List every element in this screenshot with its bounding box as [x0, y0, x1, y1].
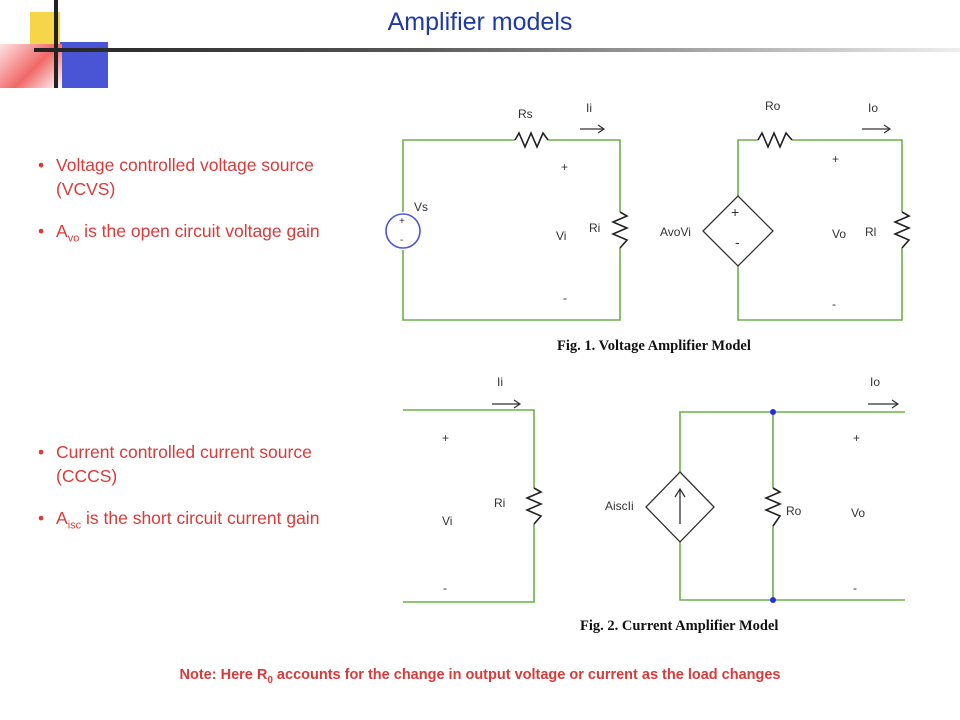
fig1-src-minus: -: [735, 234, 740, 250]
fig1-vs-source: [385, 213, 421, 249]
fig2-input-wires: [403, 409, 535, 603]
fig2-dependent-source: [645, 471, 715, 543]
fig2-ii-arrow: [492, 399, 522, 409]
fig1-label-plus-out: +: [832, 152, 839, 166]
fig1-rl-resistor: [892, 211, 912, 249]
bullet-vcvs: Voltage controlled voltage source (VCVS): [34, 153, 334, 201]
fig2-label-aiscli: AiscIi: [605, 499, 634, 513]
fig1-input-wires: [402, 139, 621, 321]
fig2-label-plus-out: +: [853, 431, 860, 445]
deco-horizontal-line: [34, 48, 960, 52]
fig1-label-ii: Ii: [586, 101, 592, 115]
fig2-label-vi: Vi: [442, 514, 452, 528]
fig1-vs-plus: +: [399, 216, 405, 227]
fig1-dependent-source: [702, 195, 774, 267]
page-title: Amplifier models: [387, 8, 573, 36]
fig1-output-wires: [737, 139, 903, 321]
fig2-label-minus-in: -: [443, 581, 447, 595]
fig2-output-wires: [679, 411, 905, 601]
fig1-ri-resistor: [610, 211, 630, 249]
fig2-label-io: Io: [870, 375, 880, 389]
fig1-label-vi: Vi: [556, 229, 566, 243]
fig1-label-ri: Ri: [589, 221, 600, 235]
fig1-rs-resistor: [514, 130, 549, 150]
footnote: Note: Here R0 accounts for the change in…: [179, 667, 781, 686]
fig1-ii-arrow: [580, 124, 606, 134]
fig1-vs-minus: -: [400, 235, 403, 246]
fig2-label-ri: Ri: [494, 496, 505, 510]
fig1-label-avovi: AvoVi: [660, 225, 691, 239]
fig2-label-minus-out: -: [853, 581, 857, 595]
fig2-label-ro: Ro: [786, 504, 802, 518]
fig2-node-bottom: [770, 597, 776, 603]
fig1-label-minus-in: -: [563, 291, 567, 305]
fig1-label-vo: Vo: [832, 227, 846, 241]
fig1-label-io: Io: [868, 101, 878, 115]
fig2-label-plus-in: +: [442, 431, 449, 445]
fig2-caption: Fig. 2. Current Amplifier Model: [580, 618, 778, 634]
fig1-label-ro: Ro: [765, 99, 781, 113]
fig1-label-minus-out: -: [832, 297, 836, 311]
fig2-io-arrow: [868, 399, 900, 409]
fig2-label-vo: Vo: [851, 506, 865, 520]
fig1-label-rl: Rl: [865, 225, 876, 239]
bullets-bottom: Current controlled current source (CCCS)…: [34, 440, 354, 556]
fig1-ro-resistor: [757, 130, 793, 150]
fig1-label-vs: Vs: [414, 200, 428, 214]
fig2-ro-resistor: [763, 487, 783, 527]
fig1-label-plus-in: +: [561, 160, 568, 174]
fig2-node-top: [770, 409, 776, 415]
deco-vertical-line: [54, 0, 58, 88]
bullet-avo: Avo is the open circuit voltage gain: [34, 219, 334, 251]
fig2-ri-resistor: [524, 487, 544, 525]
fig1-io-arrow: [862, 124, 892, 134]
fig1-label-rs: Rs: [518, 107, 533, 121]
fig2-label-ii: Ii: [497, 375, 503, 389]
bullets-top: Voltage controlled voltage source (VCVS)…: [34, 153, 334, 269]
bullet-cccs: Current controlled current source (CCCS): [34, 440, 354, 488]
fig1-caption: Fig. 1. Voltage Amplifier Model: [557, 338, 751, 354]
fig1-src-plus: +: [731, 204, 739, 220]
fig2-source-arrow: [674, 487, 686, 524]
bullet-aisc: Aisc is the short circuit current gain: [34, 506, 354, 538]
